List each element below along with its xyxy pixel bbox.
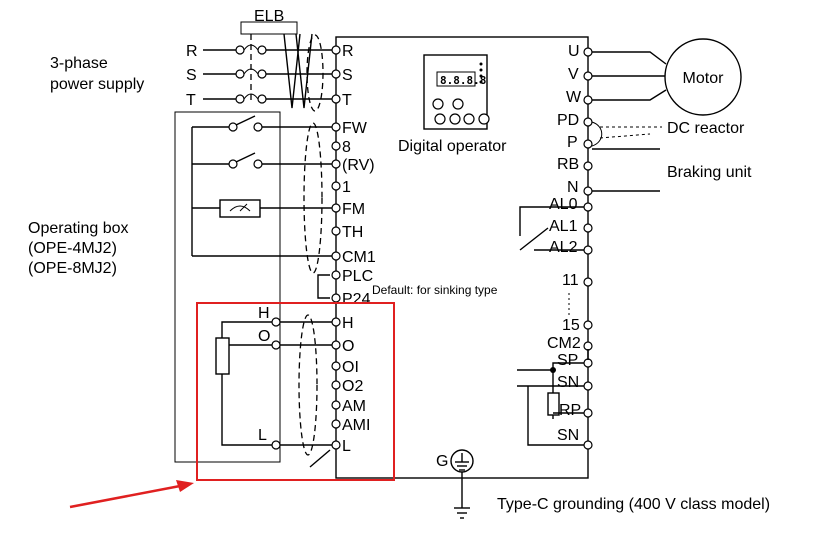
terminal-v: V bbox=[568, 66, 579, 83]
terminal-rp: RP bbox=[559, 402, 581, 419]
breaker-label: ELB bbox=[254, 8, 284, 25]
terminal-sp: SP bbox=[557, 352, 578, 369]
supply-cable-shield bbox=[306, 34, 324, 112]
terminal-8: 8 bbox=[342, 139, 351, 156]
grounding-note: Type-C grounding (400 V class model) bbox=[497, 496, 770, 513]
terminal-1: 1 bbox=[342, 179, 351, 196]
operating-box-line2: (OPE-4MJ2) bbox=[28, 240, 117, 257]
terminal-sn-1: SN bbox=[557, 374, 579, 391]
digital-operator-label: Digital operator bbox=[398, 138, 507, 155]
terminal-s: S bbox=[342, 67, 353, 84]
supply-lines: R S T bbox=[186, 33, 336, 112]
right-terminals: U V W PD P RB N AL0 AL1 AL2 11 15 CM2 SP… bbox=[547, 43, 593, 450]
operating-box-internals bbox=[191, 115, 336, 257]
terminal-p: P bbox=[567, 134, 578, 151]
terminal-cm2: CM2 bbox=[547, 335, 581, 352]
phase-r-label: R bbox=[186, 43, 198, 60]
dc-reactor-label: DC reactor bbox=[667, 120, 745, 137]
potentiometer-resistor bbox=[215, 337, 230, 375]
digital-operator-display-value: 8.8.8.8 bbox=[440, 74, 486, 87]
potentiometer-circuit: H O L bbox=[215, 305, 332, 468]
highlight-arrow-head bbox=[176, 480, 194, 492]
rp-resistor bbox=[547, 392, 560, 416]
terminal-cm1: CM1 bbox=[342, 249, 376, 266]
pot-h-label: H bbox=[258, 305, 270, 322]
pulse-input-wiring bbox=[517, 349, 589, 446]
terminal-sn-2: SN bbox=[557, 427, 579, 444]
terminal-ami: AMI bbox=[342, 417, 370, 434]
terminal-pd: PD bbox=[557, 112, 579, 129]
breaker-body bbox=[240, 21, 298, 35]
terminal-al2: AL2 bbox=[549, 239, 578, 256]
phase-t-label: T bbox=[186, 92, 196, 109]
frequency-meter-symbol bbox=[219, 199, 261, 218]
pot-l-label: L bbox=[258, 427, 267, 444]
motor-symbol: Motor bbox=[592, 38, 742, 116]
terminal-11: 11 bbox=[562, 272, 579, 289]
terminal-fm: FM bbox=[342, 201, 365, 218]
motor-label: Motor bbox=[683, 70, 725, 87]
plc-p24-jumper bbox=[317, 274, 330, 299]
control-cable-shield bbox=[303, 122, 323, 274]
supply-title-line2: power supply bbox=[50, 76, 144, 93]
terminal-rb: RB bbox=[557, 156, 579, 173]
operating-box-line1: Operating box bbox=[28, 220, 129, 237]
alarm-relay bbox=[519, 206, 584, 251]
digital-operator-panel bbox=[423, 54, 488, 130]
terminal-oi: OI bbox=[342, 359, 359, 376]
terminal-p24: P24 bbox=[342, 291, 371, 308]
left-terminals: R S T FW 8 (RV) 1 FM TH CM1 PLC P24 H O … bbox=[331, 43, 376, 455]
highlight-arrow-line bbox=[69, 484, 181, 509]
braking-unit-label: Braking unit bbox=[667, 164, 752, 181]
operating-box-frame bbox=[174, 111, 281, 463]
terminal-al0: AL0 bbox=[549, 196, 578, 213]
terminal-t: T bbox=[342, 92, 352, 109]
terminal-r: R bbox=[342, 43, 354, 60]
terminal-al1: AL1 bbox=[549, 218, 578, 235]
terminal-rv: (RV) bbox=[342, 157, 375, 174]
highlight-box bbox=[196, 302, 395, 481]
terminal-o: O bbox=[342, 338, 354, 355]
terminal-plc: PLC bbox=[342, 268, 373, 285]
terminal-h: H bbox=[342, 315, 354, 332]
terminal-th: TH bbox=[342, 224, 363, 241]
ground-label: G bbox=[436, 453, 448, 470]
ground-symbol: G bbox=[436, 449, 474, 519]
phase-s-label: S bbox=[186, 67, 197, 84]
digital-operator-display bbox=[436, 71, 476, 87]
terminal-l: L bbox=[342, 438, 351, 455]
terminal-o2: O2 bbox=[342, 378, 363, 395]
terminal-u: U bbox=[568, 43, 580, 60]
operating-box-line3: (OPE-8MJ2) bbox=[28, 260, 117, 277]
default-note: Default: for sinking type bbox=[372, 283, 498, 297]
terminal-15: 15 bbox=[562, 317, 580, 334]
terminal-am: AM bbox=[342, 398, 366, 415]
analog-cable-shield bbox=[298, 314, 318, 456]
supply-title-line1: 3-phase bbox=[50, 55, 108, 72]
terminal-w: W bbox=[566, 89, 582, 106]
terminal-fw: FW bbox=[342, 120, 368, 137]
terminal-n: N bbox=[567, 179, 579, 196]
pot-o-label: O bbox=[258, 328, 270, 345]
